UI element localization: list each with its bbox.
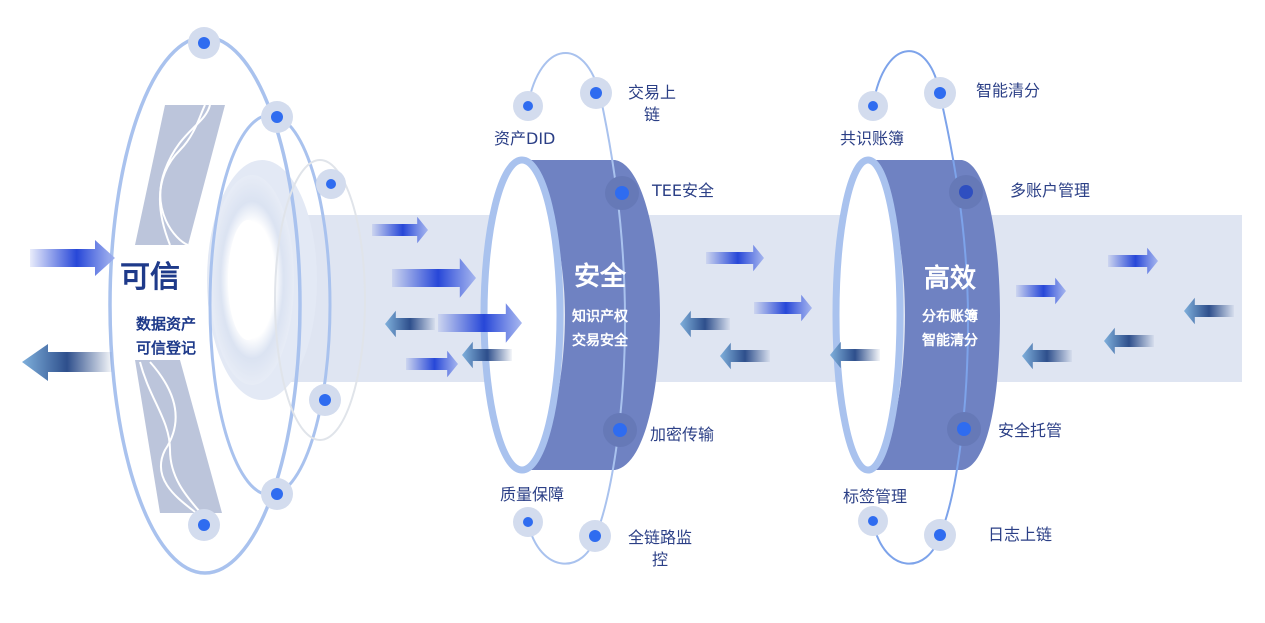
stage-subtitle-trusted: 数据资产 可信登记 — [126, 312, 206, 360]
subtitle-line: 分布账簿 — [922, 309, 978, 325]
node — [309, 384, 341, 416]
node — [603, 413, 637, 447]
arrow-left-icon — [830, 341, 880, 369]
arrow-right-icon — [706, 244, 764, 272]
subtitle-line: 交易安全 — [572, 333, 628, 349]
node — [188, 27, 220, 59]
node — [261, 101, 293, 133]
node — [513, 91, 543, 121]
secure-nodes — [513, 77, 639, 552]
node — [605, 176, 639, 210]
feature-label-encrypted-transfer: 加密传输 — [650, 425, 715, 444]
arrow-left-icon — [1104, 327, 1154, 355]
feature-label-smart-clearing: 智能清分 — [976, 81, 1041, 100]
arrow-left-icon — [720, 342, 770, 370]
node — [579, 520, 611, 552]
node — [316, 169, 346, 199]
label-line: 控 — [651, 550, 668, 569]
subtitle-line: 数据资产 — [135, 315, 196, 333]
node — [188, 509, 220, 541]
arrow-right-icon — [392, 258, 476, 298]
subtitle-line: 可信登记 — [135, 339, 196, 357]
arrow-right-icon — [1108, 247, 1158, 275]
node — [924, 77, 956, 109]
node — [261, 478, 293, 510]
feature-label-multi-account: 多账户管理 — [1010, 181, 1091, 200]
feature-label-quality: 质量保障 — [500, 485, 565, 504]
trusted-inner-ring — [274, 159, 366, 441]
arrow-right-icon — [438, 303, 522, 343]
feature-label-log-onchain: 日志上链 — [988, 525, 1053, 544]
subtitle-line: 智能清分 — [922, 333, 978, 349]
feature-label-custody: 安全托管 — [998, 421, 1063, 440]
feature-label-full-link-monitor: 全链路监 控 — [622, 527, 698, 571]
feature-label-tx-onchain: 交易上 链 — [622, 82, 682, 126]
feature-label-asset-did: 资产DID — [494, 129, 556, 148]
trusted-portal — [108, 27, 366, 575]
node — [924, 519, 956, 551]
flow-arrows — [372, 216, 1234, 378]
label-line: 链 — [643, 105, 660, 124]
label-line: 全链路监 — [627, 528, 692, 547]
arrow-right-icon — [754, 294, 812, 322]
node — [580, 77, 612, 109]
subtitle-line: 知识产权 — [572, 309, 628, 325]
feature-label-consensus-ledger: 共识账簿 — [840, 129, 905, 148]
stage-subtitle-efficient: 分布账簿 智能清分 — [910, 305, 990, 353]
arrow-left-icon — [462, 341, 512, 369]
arrow-right-icon — [406, 350, 458, 378]
arrow-left-icon — [385, 310, 435, 338]
node — [947, 412, 981, 446]
efficient-cylinder — [832, 50, 1000, 565]
arrow-left-icon — [1022, 342, 1072, 370]
arrow-left-icon — [22, 344, 112, 381]
arrow-right-icon — [30, 240, 115, 276]
stage-title-trusted: 可信 — [120, 260, 180, 295]
arrow-right-icon — [372, 216, 428, 244]
node — [513, 507, 543, 537]
label-line: 交易上 — [627, 83, 676, 102]
node — [858, 91, 888, 121]
arrow-right-icon — [1016, 277, 1066, 305]
arrow-left-icon — [1184, 297, 1234, 325]
stage-title-secure: 安全 — [573, 262, 626, 292]
node — [949, 175, 983, 209]
efficient-nodes — [858, 77, 983, 551]
node — [858, 506, 888, 536]
stage-title-efficient: 高效 — [923, 264, 976, 294]
stage-subtitle-secure: 知识产权 交易安全 — [560, 305, 640, 353]
feature-label-tag-management: 标签管理 — [843, 487, 908, 506]
feature-label-tee: TEE安全 — [652, 181, 714, 200]
arrow-left-icon — [680, 310, 730, 338]
